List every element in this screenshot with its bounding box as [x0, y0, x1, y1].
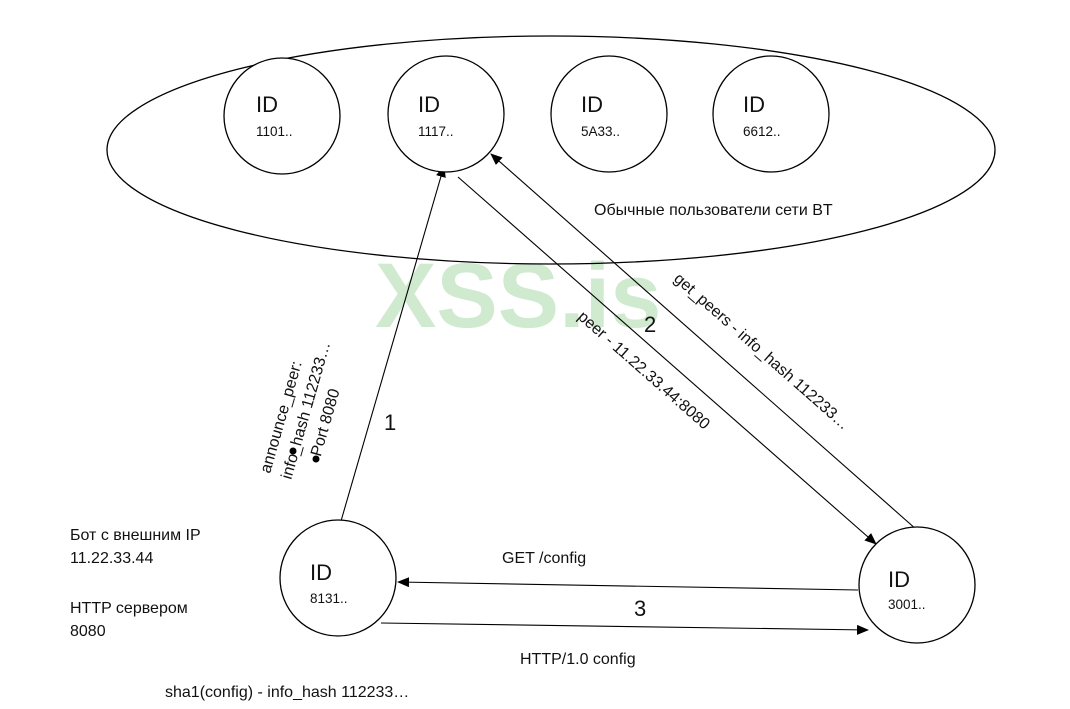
regular-users-ellipse — [106, 35, 996, 265]
get-peers-arrow — [490, 153, 918, 531]
peer-reply-arrow — [457, 176, 877, 545]
bot-node: ID 8131.. — [279, 519, 397, 637]
announce-peer-arrow — [340, 165, 446, 522]
node-id-value: 5A33.. — [581, 124, 620, 139]
bullet-dot — [312, 455, 320, 463]
http-config-label: HTTP/1.0 config — [520, 651, 636, 668]
get-config-arrow — [397, 577, 859, 591]
step-2-label: 2 — [644, 312, 656, 337]
get-config-label: GET /config — [502, 550, 586, 567]
node-1101: ID 1101.. — [223, 57, 341, 175]
sha1-footer-note: sha1(config) - info_hash 112233… — [165, 684, 409, 701]
bot-info-line: Бот с внешним IP — [70, 527, 201, 544]
node-id-value: 1117.. — [418, 124, 454, 139]
node-id-value: 6612.. — [743, 124, 781, 139]
node-1117: ID 1117.. — [387, 55, 505, 173]
node-5a33: ID 5A33.. — [550, 55, 668, 173]
watermark: XSS.is — [375, 245, 661, 347]
node-id-label: ID — [581, 92, 603, 117]
node-id-label: ID — [418, 92, 440, 117]
node-6612: ID 6612.. — [712, 55, 830, 173]
node-id-label: ID — [256, 92, 278, 117]
announce-peer-label: announce_peer: info_hash 112233… Port 80… — [258, 340, 344, 481]
node-id-value: 8131.. — [310, 591, 348, 606]
node-id-value: 1101.. — [256, 124, 293, 139]
http-config-arrow — [380, 622, 869, 635]
bot-info-line: 8080 — [70, 623, 106, 640]
step-3-label: 3 — [634, 596, 646, 621]
peer-node: ID 3001.. — [858, 526, 976, 644]
bullet-dot — [289, 447, 297, 455]
regular-users-label: Обычные пользователи сети BT — [594, 202, 833, 219]
step-1-label: 1 — [384, 410, 396, 435]
bot-info-line: HTTP сервером — [70, 600, 188, 617]
node-id-label: ID — [743, 92, 765, 117]
node-id-label: ID — [310, 560, 332, 585]
bot-info-line: 11.22.33.44 — [70, 550, 153, 567]
node-id-value: 3001.. — [888, 597, 926, 612]
node-id-label: ID — [888, 567, 910, 592]
